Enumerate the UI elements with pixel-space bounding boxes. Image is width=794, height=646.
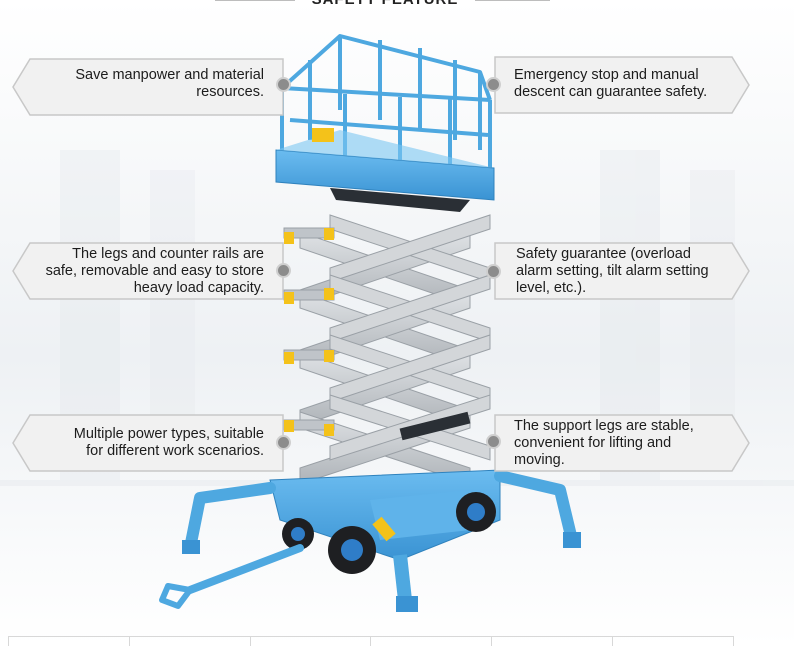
callout-line: Safety guarantee (overload — [516, 246, 691, 262]
callout-connector-dot — [276, 77, 291, 92]
bottom-table-edge — [8, 636, 734, 646]
callout-shape — [12, 58, 284, 116]
work-platform — [275, 34, 495, 212]
callout-connector-dot — [276, 435, 291, 450]
callout-line: The legs and counter rails are — [72, 246, 264, 262]
pivot-caps — [284, 228, 334, 436]
callout-power-types: Multiple power types, suitable for diffe… — [12, 414, 284, 472]
callout-support-legs: The support legs are stable, convenient … — [494, 414, 750, 472]
callout-connector-dot — [486, 77, 501, 92]
callout-line: moving. — [514, 452, 565, 468]
heading-rule-right — [475, 0, 550, 1]
callout-line: heavy load capacity. — [133, 280, 264, 296]
callout-line: convenient for lifting and — [514, 435, 672, 451]
heading-rule-left — [215, 0, 295, 1]
callout-shape — [494, 56, 750, 114]
callout-safety-guarantee: Safety guarantee (overload alarm setting… — [494, 242, 750, 300]
section-heading: SAFETY FEATURE — [300, 0, 470, 8]
callout-line: Save manpower and material — [75, 67, 264, 83]
callout-line: safe, removable and easy to store — [45, 263, 264, 279]
callout-line: The support legs are stable, — [514, 418, 694, 434]
callout-connector-dot — [486, 264, 501, 279]
callout-legs-rails: The legs and counter rails are safe, rem… — [12, 242, 284, 300]
callout-line: for different work scenarios. — [86, 443, 264, 459]
callout-shape — [494, 414, 750, 472]
callout-shape — [494, 242, 750, 300]
hydraulic-cylinder — [399, 411, 471, 441]
callout-shape — [12, 414, 284, 472]
callout-connector-dot — [276, 263, 291, 278]
callout-line: Multiple power types, suitable — [73, 426, 264, 442]
callout-connector-dot — [486, 434, 501, 449]
callout-shape — [12, 242, 284, 300]
callout-emergency-stop: Emergency stop and manual descent can gu… — [494, 56, 750, 114]
callout-line: level, etc.). — [516, 280, 587, 296]
callout-line: alarm setting, tilt alarm setting — [516, 263, 709, 279]
callout-manpower: Save manpower and material resources. — [12, 58, 284, 116]
callout-line: resources. — [196, 84, 264, 100]
callout-line: Emergency stop and manual — [514, 67, 699, 83]
chassis — [159, 469, 581, 612]
callout-line: descent can guarantee safety. — [514, 84, 708, 100]
